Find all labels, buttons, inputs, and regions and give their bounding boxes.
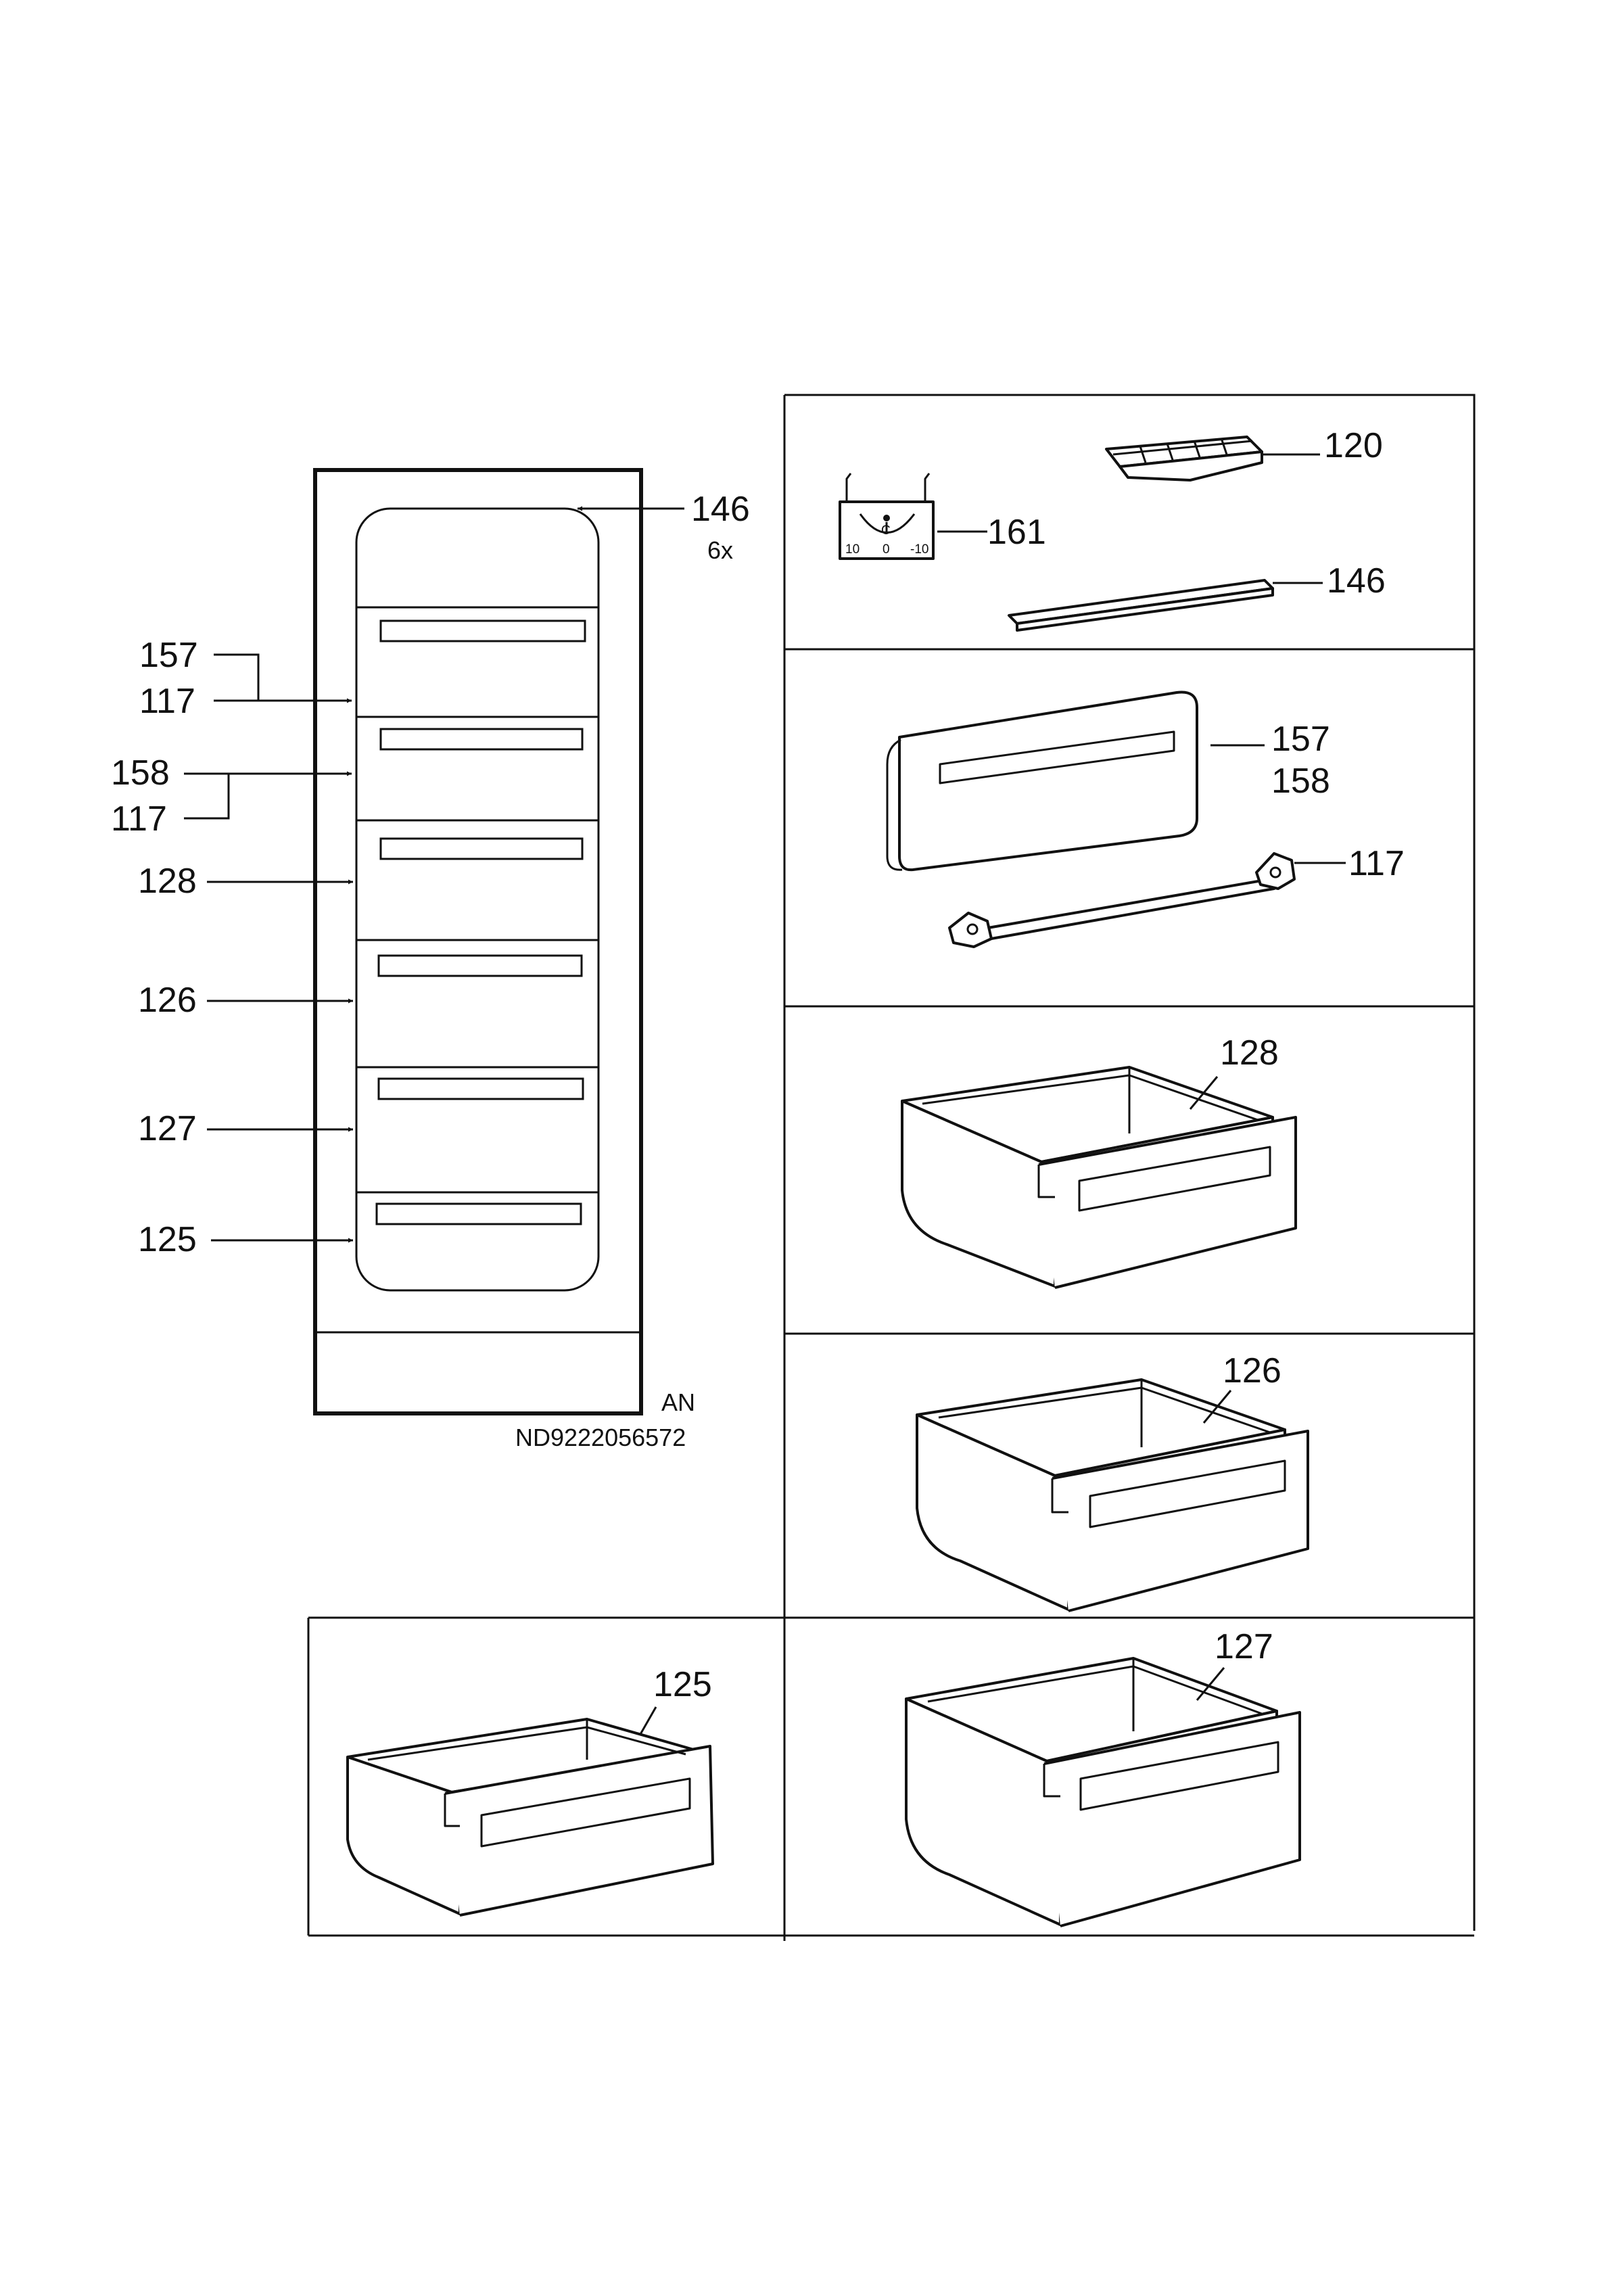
callout-146: 146 (691, 490, 750, 529)
label-120: 120 (1324, 426, 1383, 465)
thermometer-scale-left: 10 (845, 542, 860, 557)
callout-125: 125 (138, 1220, 197, 1259)
callout-157: 157 (139, 636, 198, 675)
thermometer-unit: C (881, 523, 891, 538)
label-146-part: 146 (1327, 561, 1386, 601)
drawer-127-part: 127 (905, 1627, 1301, 1927)
thermometer-scale-mid: 0 (883, 542, 890, 557)
thermometer-part: C 10 0 -10 161 (839, 473, 1046, 560)
flap-part: 157 158 (886, 690, 1330, 872)
label-128-part: 128 (1220, 1033, 1279, 1073)
label-158-part: 158 (1271, 762, 1330, 801)
thermometer-scale-right: -10 (910, 542, 928, 557)
callout-117-top: 117 (139, 682, 195, 721)
ice-tray-part: 120 (1105, 426, 1383, 482)
drawer-126-part: 126 (916, 1351, 1309, 1612)
drawer-125-part: 125 (346, 1665, 714, 1917)
drawer-128-part: 128 (901, 1033, 1297, 1289)
parts-panel-grid (307, 394, 1476, 1941)
label-117-part: 117 (1348, 844, 1405, 883)
callout-126: 126 (138, 981, 197, 1020)
ice-tray-cells (1112, 438, 1253, 463)
callout-128: 128 (138, 862, 197, 901)
shelf-strip-part: 146 (1008, 561, 1386, 632)
variant-code: AN (661, 1388, 695, 1416)
callout-146-qty: 6x (707, 536, 733, 564)
drawer-handles (375, 619, 586, 1225)
hinge-rod-part: 117 (948, 844, 1405, 948)
callout-158: 158 (111, 753, 170, 793)
callout-117-bottom: 117 (111, 799, 167, 839)
label-127-part: 127 (1215, 1627, 1273, 1666)
label-157-part: 157 (1271, 720, 1330, 759)
label-125-part: 125 (653, 1665, 712, 1704)
label-126-part: 126 (1223, 1351, 1281, 1390)
callout-127: 127 (138, 1109, 197, 1148)
drawer-dividers (356, 606, 598, 1194)
label-161: 161 (987, 513, 1046, 552)
freezer-cabinet: 146 6x 157 117 158 117 128 126 127 125 (111, 468, 750, 1415)
document-number: ND9222056572 (515, 1424, 686, 1451)
